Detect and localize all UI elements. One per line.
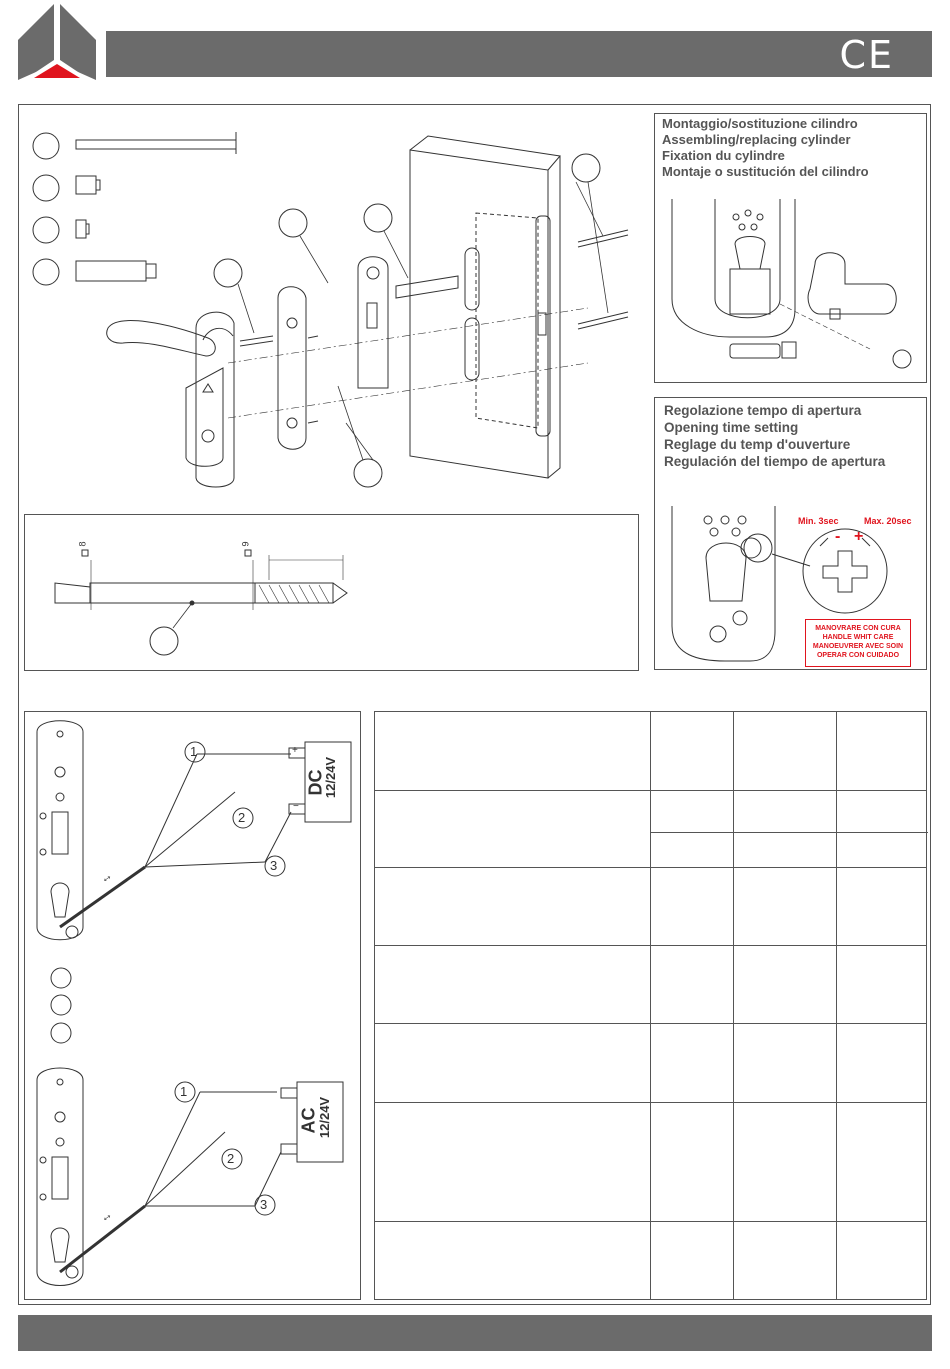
table-col-divider	[650, 712, 651, 1299]
handle-with-care-warning: MANOVRARE CON CURA HANDLE WHIT CARE MANO…	[805, 619, 911, 667]
spindle-detail-panel: 8 9	[24, 514, 639, 671]
spindle-callout-circle	[149, 626, 179, 656]
footer-bar	[18, 1315, 932, 1351]
dc-voltage: 12/24V	[323, 756, 339, 799]
spindle-dim-right: 9	[240, 541, 251, 547]
dc-minus-terminal: −	[293, 801, 299, 812]
ac-power-box	[296, 1081, 344, 1163]
cylinder-replacement-panel: Montaggio/sostituzione cilindro Assembli…	[654, 113, 927, 383]
main-frame	[18, 104, 931, 1305]
part-circle-c	[32, 216, 60, 244]
cylinder-heading-it: Montaggio/sostituzione cilindro	[662, 116, 858, 131]
callout-cover-screws	[278, 208, 308, 238]
ac-wire-callout-3	[254, 1194, 276, 1216]
spindle-drawing	[54, 549, 348, 656]
callout-bolts	[571, 153, 601, 183]
ac-voltage: 12/24V	[317, 1096, 333, 1139]
warning-line-es: OPERAR CON CUIDADO	[816, 652, 900, 659]
warning-line-fr: MANOEUVRER AVEC SOIN	[812, 643, 904, 650]
ce-mark: CE	[839, 33, 894, 77]
timing-heading-it: Regolazione tempo di apertura	[664, 403, 862, 418]
dc-wire-callout-1	[184, 741, 206, 763]
dc-power-box	[304, 741, 352, 823]
max-time-label: Max. 20sec	[864, 516, 912, 526]
ac-wire-label-1: 1	[180, 1084, 188, 1099]
table-col-divider	[733, 712, 734, 1299]
dc-plus-terminal: +	[292, 745, 298, 756]
min-time-label: Min. 3sec	[798, 516, 839, 526]
timing-heading-es: Regulación del tiempo de apertura	[664, 454, 886, 469]
callout-fixing-screws	[353, 458, 383, 488]
dc-wire-callout-2	[232, 807, 254, 829]
dc-wire-label-2: 2	[238, 810, 246, 825]
cylinder-heading-es: Montaje o sustitución del cilindro	[662, 164, 869, 179]
increase-sign: +	[854, 528, 864, 545]
timing-heading-fr: Reglage du temp d'ouverture	[664, 437, 851, 452]
warning-line-en: HANDLE WHIT CARE	[822, 634, 894, 641]
wiring-panel: DC 12/24V + − 1 2 3 ↔ AC 12/24V 1 2 3 ↔	[24, 711, 361, 1300]
ac-wire-label-3: 3	[260, 1197, 268, 1212]
company-logo	[18, 4, 96, 80]
table-row	[375, 1102, 926, 1103]
cylinder-replacement-drawing	[671, 199, 912, 369]
part-circle-b	[32, 174, 60, 202]
warning-line-it: MANOVRARE CON CURA	[815, 625, 901, 632]
ac-wire-callout-1	[174, 1081, 196, 1103]
opening-time-panel: Regolazione tempo di apertura Opening ti…	[654, 397, 927, 670]
table-row	[650, 832, 928, 833]
table-row	[375, 790, 926, 791]
exploded-assembly-diagram	[32, 132, 629, 488]
cylinder-heading-en: Assembling/replacing cylinder	[662, 132, 851, 147]
table-row	[375, 945, 926, 946]
table-row	[375, 1023, 926, 1024]
spindle-dim-left: 8	[77, 541, 88, 547]
header-bar: CE	[106, 31, 932, 77]
decrease-sign: -	[835, 528, 841, 545]
dc-wire-label-1: 1	[190, 744, 198, 759]
table-col-divider	[836, 712, 837, 1299]
ac-wire-callout-2	[221, 1148, 243, 1170]
table-row	[375, 867, 926, 868]
wiring-diagrams	[36, 720, 352, 1286]
part-circle-d	[32, 258, 60, 286]
cylinder-heading-fr: Fixation du cylindre	[662, 148, 785, 163]
part-circle-a	[32, 132, 60, 160]
timing-heading-en: Opening time setting	[664, 420, 799, 435]
table-row	[375, 1221, 926, 1222]
ac-wire-label-2: 2	[227, 1151, 235, 1166]
timing-adjust-drawing	[671, 506, 888, 662]
callout-handle-screws	[213, 258, 243, 288]
dc-wire-callout-3	[264, 855, 286, 877]
callout-spindle	[363, 203, 393, 233]
dc-wire-label-3: 3	[270, 858, 278, 873]
specification-table	[374, 711, 928, 1300]
